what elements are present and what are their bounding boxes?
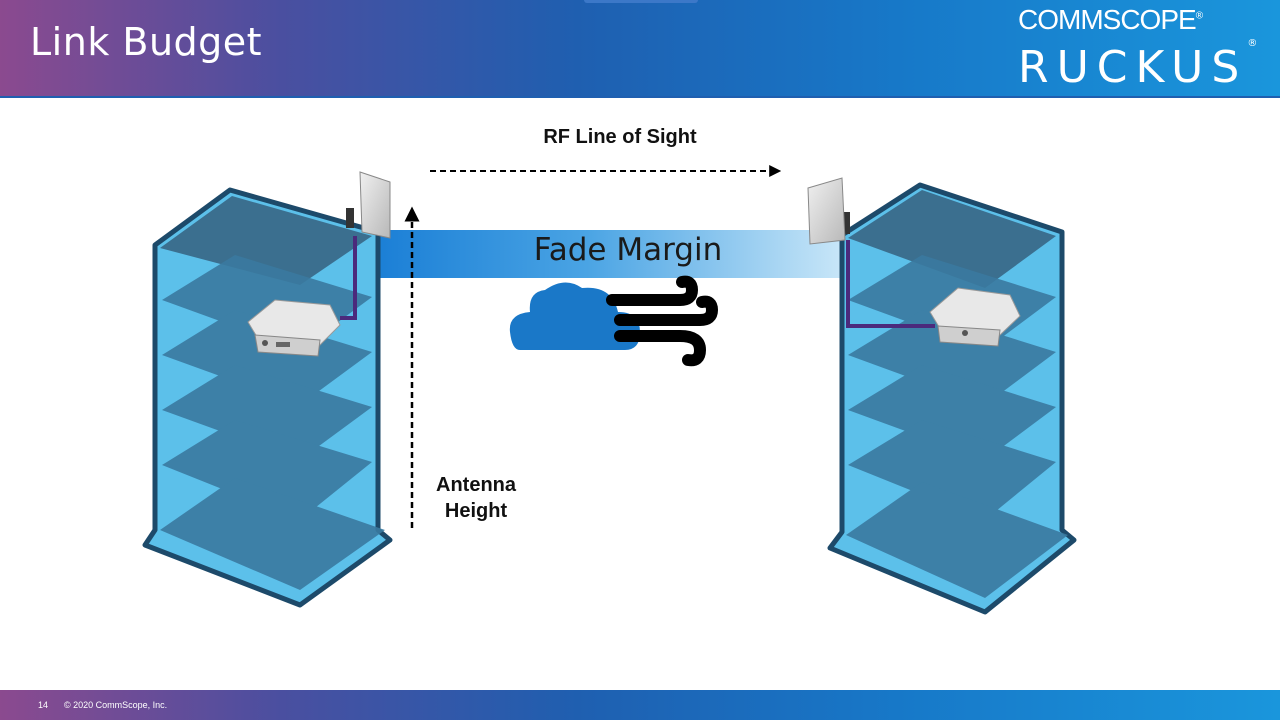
right-panel-antenna — [807, 177, 850, 245]
slide-title: Link Budget — [30, 20, 263, 64]
ruckus-wordmark: RUCKUS — [1018, 42, 1248, 93]
slide-header — [0, 0, 1280, 98]
left-panel-antenna — [346, 171, 391, 239]
commscope-registered-mark: ® — [1195, 10, 1203, 22]
antenna-height-label: Antenna Height — [420, 472, 532, 524]
commscope-wordmark: COMMSCOPE — [1018, 4, 1197, 35]
antenna-height-line2: Height — [444, 500, 508, 522]
antenna-height-line1: Antenna — [436, 474, 516, 496]
ruckus-logo: RUCKUS® — [1018, 38, 1258, 93]
wind-icon — [606, 275, 719, 367]
rf-line-of-sight-label: RF Line of Sight — [543, 126, 697, 148]
fade-margin-label: Fade Margin — [533, 232, 723, 268]
slide-footer — [0, 690, 1280, 720]
top-tab-indicator — [584, 0, 698, 3]
right-building — [827, 182, 1077, 615]
ruckus-registered-mark: ® — [1247, 38, 1258, 50]
header-strip — [0, 96, 1280, 98]
left-building — [142, 187, 393, 608]
left-access-point — [247, 299, 341, 357]
page-number: 14 — [38, 700, 49, 710]
fade-margin-beam — [378, 230, 842, 278]
commscope-logo: COMMSCOPE® — [1018, 4, 1218, 36]
copyright-text: © 2020 CommScope, Inc. — [64, 700, 168, 710]
right-access-point — [929, 287, 1021, 347]
